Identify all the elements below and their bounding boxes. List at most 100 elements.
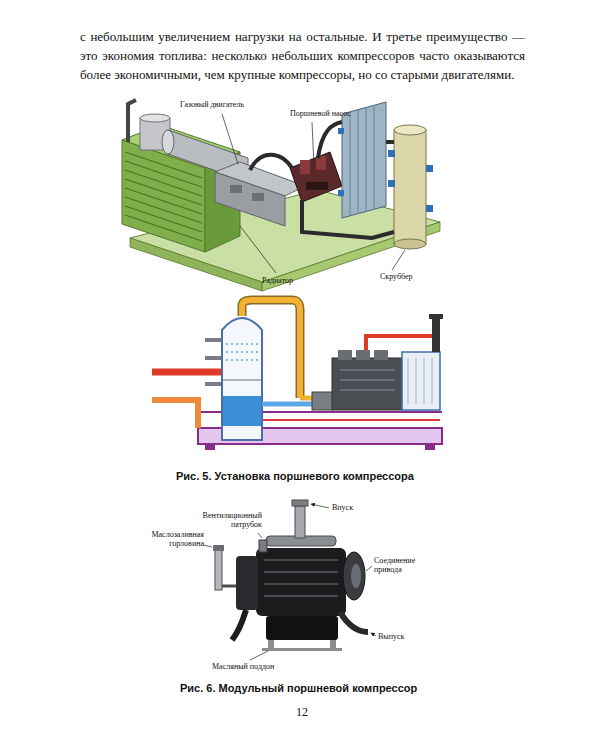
- part-label: Газовый двигатель: [180, 100, 244, 109]
- radiator: [350, 106, 374, 216]
- gas-engine: [215, 172, 285, 226]
- oil-filler: [222, 585, 236, 588]
- radiator: [342, 102, 386, 218]
- cooler-cabinet: [424, 358, 425, 404]
- compressor-body: [343, 552, 365, 600]
- radiator: [374, 106, 375, 210]
- leader-line: [250, 651, 268, 660]
- exhaust-stack: [432, 318, 440, 352]
- part-label: Соединение привода: [374, 556, 424, 574]
- radiator: [358, 110, 359, 214]
- compressor-body: [351, 564, 361, 588]
- cooler-cabinet: [402, 352, 440, 410]
- compressor-engine: [340, 390, 395, 391]
- compressor-body: [236, 556, 258, 610]
- side-pipes: [340, 612, 368, 632]
- compressor-engine: [374, 350, 388, 360]
- compressor-engine: [356, 350, 370, 360]
- base-frame: [205, 444, 215, 450]
- piston-pump: [290, 152, 342, 202]
- piping: [302, 200, 394, 238]
- scrubber-schematic: [223, 396, 261, 426]
- leader-line: [203, 545, 212, 547]
- scrubber-vessel: [426, 165, 433, 172]
- part-label: Вентиляционный патрубок: [196, 511, 262, 529]
- oil-pan: [268, 640, 274, 649]
- compressor-body: [236, 548, 365, 616]
- leader-line: [371, 633, 376, 636]
- compressor-body: [264, 560, 338, 596]
- figure-caption: Рис. 6. Модульный поршневой компрессор: [180, 682, 417, 695]
- oil-filler: [215, 550, 222, 590]
- oil-filler: [213, 545, 236, 590]
- exhaust-pipe: [128, 100, 136, 142]
- compressor-engine: [340, 370, 395, 371]
- oil-pan: [330, 640, 336, 649]
- vent-pipe: [259, 540, 267, 552]
- leader-line: [203, 504, 376, 660]
- compressor-engine: [340, 380, 395, 381]
- radiator: [338, 190, 344, 196]
- scrubber-vessel: [394, 125, 426, 135]
- base-frame: [425, 444, 435, 450]
- inlet-pipes: [152, 340, 222, 428]
- piston-pump: [290, 152, 342, 202]
- cooler-cabinet: [408, 358, 432, 404]
- scrubber-schematic: [226, 359, 258, 361]
- oil-pan: [266, 616, 338, 640]
- scrubber-vessel: [388, 125, 433, 249]
- base-frame: [262, 419, 440, 421]
- compressor-engine: [338, 350, 352, 360]
- leader-line: [240, 226, 276, 273]
- intake-manifold: [295, 506, 305, 538]
- part-label: Скруббер: [380, 272, 413, 281]
- compressor-engine: [340, 370, 395, 390]
- radiator: [366, 108, 367, 212]
- oil-filler: [213, 545, 224, 551]
- scrubber-schematic: [226, 343, 258, 345]
- gas-engine: [230, 185, 242, 193]
- radiator: [338, 102, 386, 218]
- oil-pan: [262, 616, 342, 651]
- cooler-cabinet: [416, 358, 417, 404]
- compressor-engine: [332, 358, 402, 410]
- part-label: Поршневой насос: [290, 109, 351, 118]
- leader-line: [311, 504, 329, 508]
- exhaust-stack: [366, 336, 432, 350]
- scrubber-vessel: [388, 150, 395, 157]
- gas-tank: [140, 114, 170, 122]
- scrubber-schematic: [222, 318, 262, 440]
- inlet-pipes: [152, 369, 222, 376]
- leader-line: [312, 122, 314, 166]
- vent-pipe: [259, 540, 267, 552]
- oil-pan: [262, 648, 342, 651]
- figure-caption: Рис. 5. Установка поршневого компрессора: [176, 470, 414, 483]
- gas-engine: [162, 130, 174, 154]
- part-label: Масляный поддон: [212, 662, 274, 671]
- part-label: Выпуск: [378, 632, 404, 641]
- gas-line: [242, 300, 330, 404]
- compressor-body: [264, 571, 338, 573]
- intake-manifold: [266, 500, 336, 546]
- leader-line: [222, 114, 238, 164]
- intake-manifold: [292, 500, 308, 506]
- page-number: 12: [296, 706, 308, 720]
- compressor-body: [264, 583, 338, 585]
- inlet-pipes: [152, 400, 198, 428]
- piping: [250, 122, 394, 238]
- exhaust-pipe: [128, 100, 136, 142]
- part-label: Маслозаливная горловина: [148, 530, 204, 548]
- exhaust-stack: [366, 314, 443, 352]
- piping: [318, 122, 342, 158]
- piping: [250, 155, 292, 170]
- exhaust-stack: [429, 314, 443, 319]
- compressor-engine: [312, 350, 402, 410]
- leader-line: [258, 533, 262, 538]
- part-label: Радиатор: [262, 276, 293, 285]
- gas-line: [242, 300, 300, 398]
- compressor-body: [264, 559, 338, 561]
- compressor-body: [264, 595, 338, 597]
- piston-pump: [316, 156, 326, 170]
- leader-line: [392, 250, 405, 270]
